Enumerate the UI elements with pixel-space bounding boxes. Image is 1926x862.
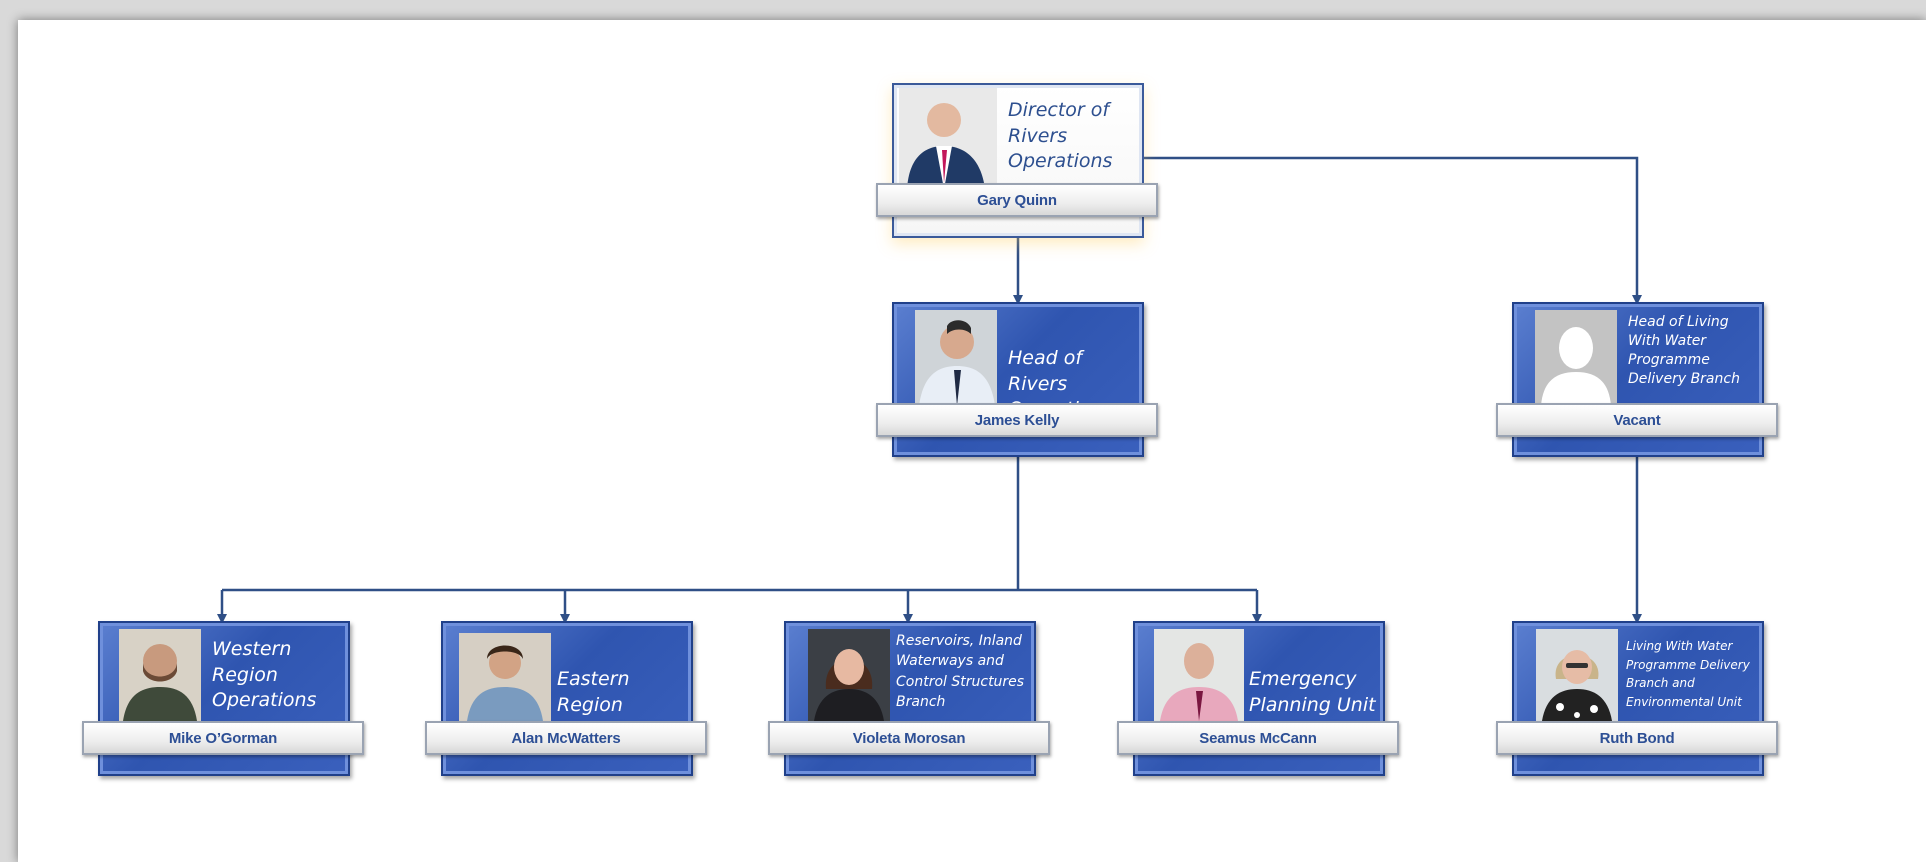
lww-unit-photo — [1536, 629, 1618, 721]
reservoirs-name: Violeta Morosan — [768, 721, 1050, 755]
director-photo — [899, 88, 997, 189]
head-lww-photo — [1535, 310, 1617, 406]
director-title: Director of Rivers Operations — [1008, 99, 1113, 173]
head-rivers-name: James Kelly — [876, 403, 1158, 437]
person-icon — [907, 103, 985, 189]
lww-unit-title: Living With Water Programme Delivery Bra… — [1626, 639, 1750, 709]
eastern-name: Alan McWatters — [425, 721, 707, 755]
western-name: Mike O’Gorman — [82, 721, 364, 755]
director-name: Gary Quinn — [876, 183, 1158, 217]
person-icon — [123, 644, 197, 721]
western-title: Western Region Operations — [212, 638, 317, 712]
placeholder-avatar-icon — [1541, 327, 1611, 406]
head-lww-name: Vacant — [1496, 403, 1778, 437]
person-icon — [1542, 650, 1612, 721]
person-icon — [814, 649, 884, 721]
emergency-title: Emergency Planning Unit — [1249, 668, 1376, 716]
western-photo — [119, 629, 201, 721]
eastern-photo — [459, 633, 551, 721]
person-icon — [1160, 643, 1238, 721]
person-icon — [467, 645, 543, 721]
emergency-photo — [1154, 629, 1244, 721]
connector-director-to-head-lww — [1143, 156, 1642, 305]
emergency-name: Seamus McCann — [1117, 721, 1399, 755]
head-rivers-photo — [915, 310, 997, 406]
reservoirs-photo — [808, 629, 890, 721]
head-lww-title: Head of Living With Water Programme Deli… — [1628, 314, 1740, 387]
reservoirs-title: Reservoirs, Inland Waterways and Control… — [896, 633, 1025, 710]
lww-unit-name: Ruth Bond — [1496, 721, 1778, 755]
person-icon — [919, 320, 995, 406]
